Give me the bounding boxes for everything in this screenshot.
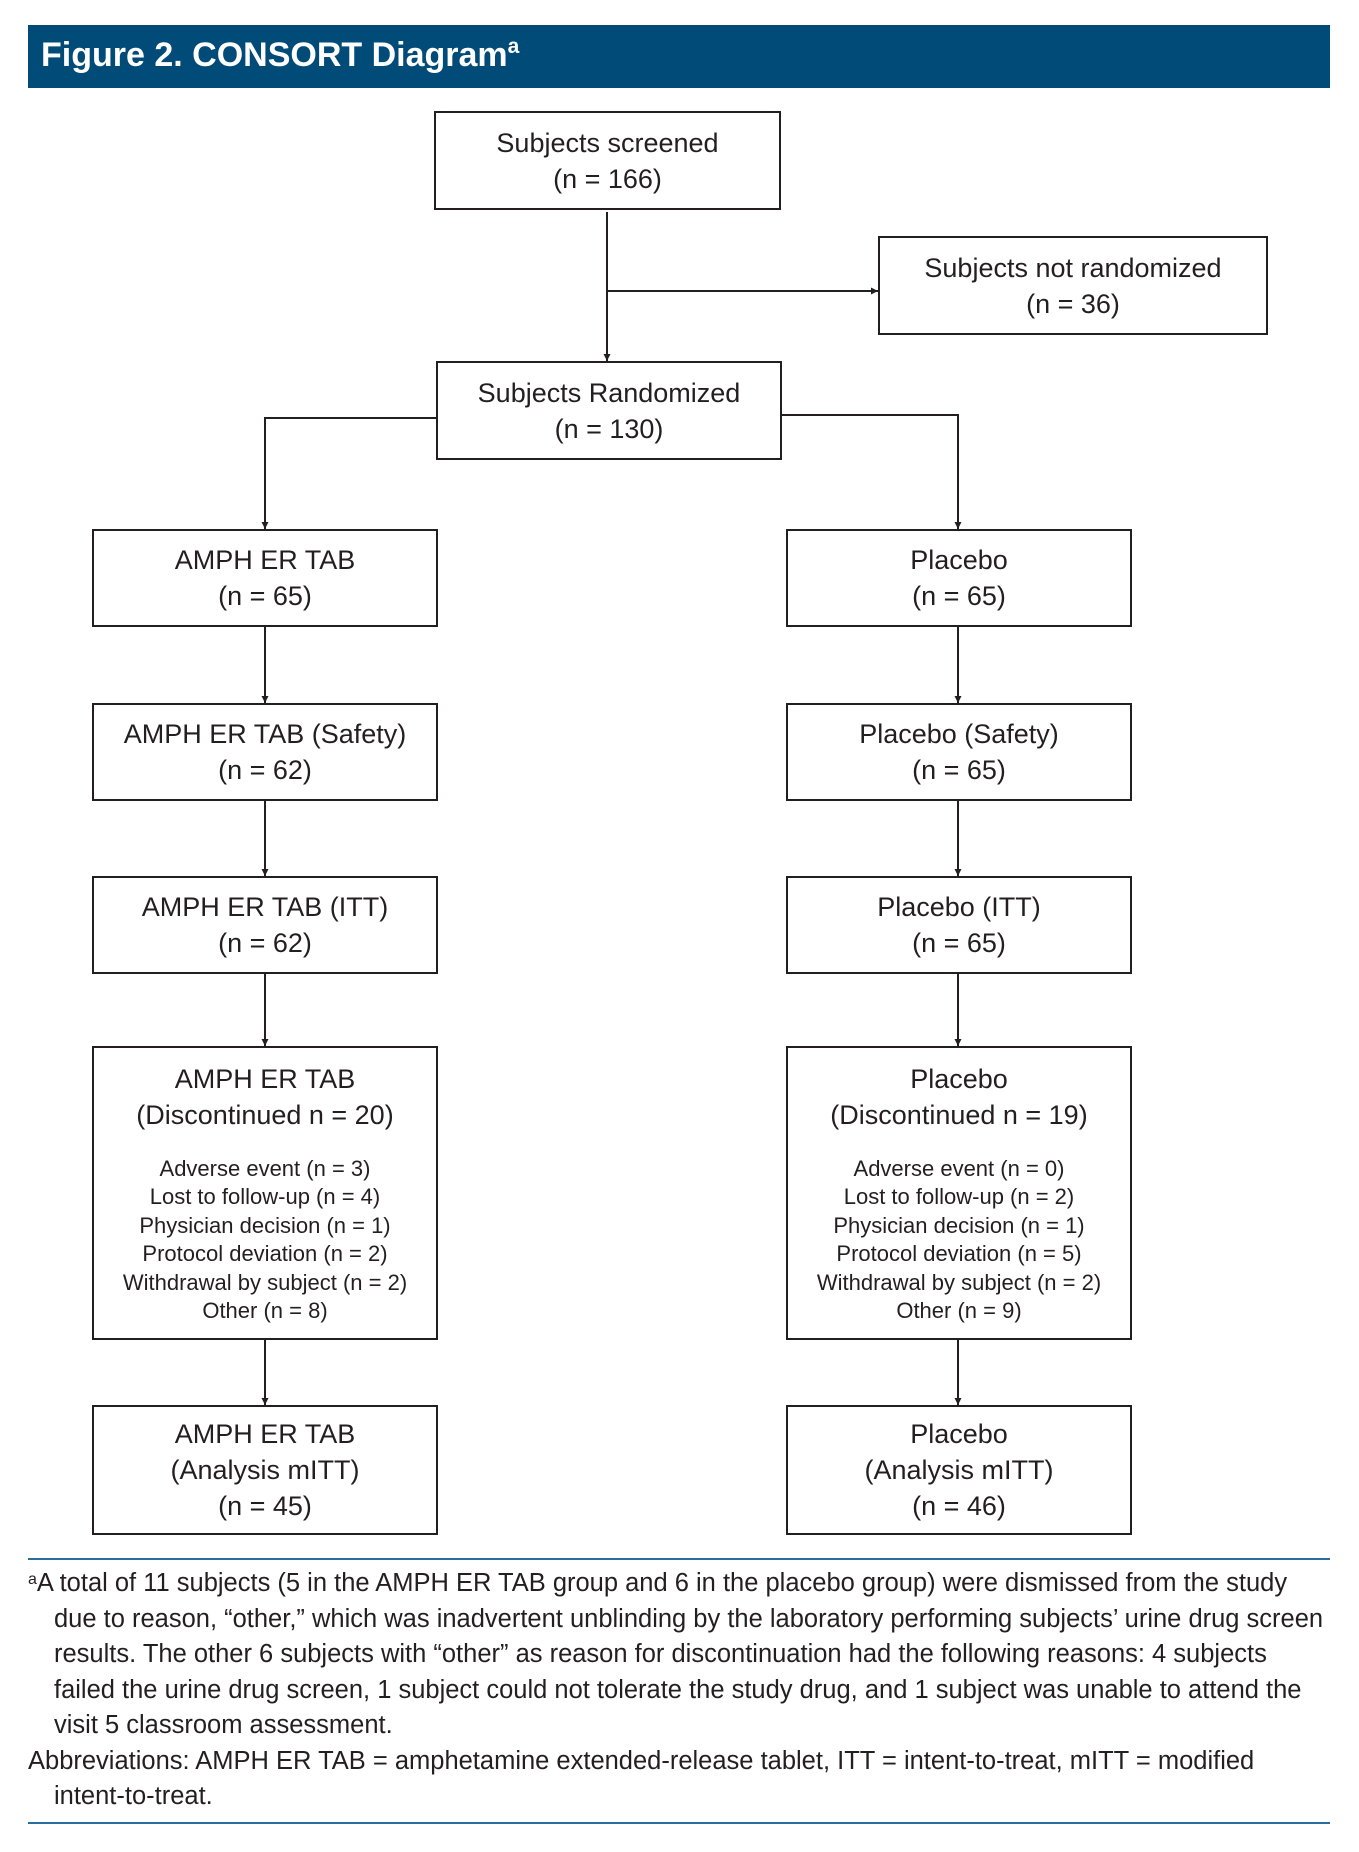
figure-title-footnote-marker: a bbox=[507, 35, 520, 58]
not-randomized-title: Subjects not randomized bbox=[924, 252, 1222, 283]
amph-analysis-count: (n = 45) bbox=[218, 1491, 312, 1521]
placebo-analysis-subtitle: (Analysis mITT) bbox=[864, 1455, 1054, 1485]
box-subjects-screened: Subjects screened (n = 166) bbox=[434, 111, 781, 210]
randomized-title: Subjects Randomized bbox=[477, 377, 741, 408]
box-subjects-randomized: Subjects Randomized (n = 130) bbox=[436, 361, 782, 460]
footnote-bottom-rule bbox=[28, 1822, 1330, 1824]
figure-title-bar: Figure 2. CONSORT Diagrama bbox=[28, 25, 1330, 88]
placebo-analysis-title: Placebo bbox=[910, 1419, 1008, 1449]
screened-count: (n = 166) bbox=[553, 163, 662, 194]
placebo-discontinued-count: (Discontinued n = 19) bbox=[830, 1099, 1088, 1130]
placebo-reason-lost-to-follow-up: Lost to follow-up (n = 2) bbox=[843, 1184, 1075, 1209]
amph-itt-count: (n = 62) bbox=[218, 928, 312, 958]
placebo-discontinued-title: Placebo bbox=[910, 1063, 1008, 1094]
placebo-reason-physician-decision: Physician decision (n = 1) bbox=[833, 1212, 1085, 1238]
box-placebo-safety: Placebo (Safety) (n = 65) bbox=[786, 703, 1132, 801]
box-placebo-analysis: Placebo (Analysis mITT) (n = 46) bbox=[786, 1405, 1132, 1535]
not-randomized-count: (n = 36) bbox=[1026, 288, 1120, 319]
placebo-itt-title: Placebo (ITT) bbox=[877, 892, 1041, 922]
placebo-allocated-count: (n = 65) bbox=[912, 581, 1006, 611]
amph-discontinued-title: AMPH ER TAB bbox=[174, 1063, 356, 1094]
placebo-allocated-title: Placebo bbox=[910, 545, 1008, 575]
box-placebo-itt: Placebo (ITT) (n = 65) bbox=[786, 876, 1132, 974]
amph-analysis-title: AMPH ER TAB bbox=[174, 1419, 356, 1449]
randomized-count: (n = 130) bbox=[554, 413, 664, 444]
placebo-reason-other: Other (n = 9) bbox=[896, 1298, 1022, 1323]
placebo-analysis-count: (n = 46) bbox=[912, 1491, 1006, 1521]
placebo-reason-adverse-event: Adverse event (n = 0) bbox=[853, 1155, 1065, 1181]
box-amph-itt: AMPH ER TAB (ITT) (n = 62) bbox=[92, 876, 438, 974]
amph-safety-count: (n = 62) bbox=[218, 755, 312, 785]
box-amph-allocated: AMPH ER TAB (n = 65) bbox=[92, 529, 438, 627]
amph-safety-title: AMPH ER TAB (Safety) bbox=[123, 719, 407, 749]
placebo-reason-withdrawal: Withdrawal by subject (n = 2) bbox=[816, 1269, 1102, 1295]
amph-itt-title: AMPH ER TAB (ITT) bbox=[141, 892, 389, 922]
box-amph-discontinued: AMPH ER TAB (Discontinued n = 20) Advers… bbox=[92, 1046, 438, 1340]
placebo-reason-protocol-deviation: Protocol deviation (n = 5) bbox=[836, 1241, 1082, 1266]
placebo-safety-title: Placebo (Safety) bbox=[859, 719, 1059, 749]
amph-reason-physician-decision: Physician decision (n = 1) bbox=[139, 1212, 391, 1238]
amph-discontinued-count: (Discontinued n = 20) bbox=[136, 1099, 394, 1130]
footnotes: aA total of 11 subjects (5 in the AMPH E… bbox=[28, 1566, 1330, 1815]
flow-connectors bbox=[261, 212, 962, 1405]
amph-allocated-title: AMPH ER TAB bbox=[174, 545, 356, 575]
footnote-a: aA total of 11 subjects (5 in the AMPH E… bbox=[28, 1566, 1330, 1744]
placebo-safety-count: (n = 65) bbox=[912, 755, 1006, 785]
footnote-top-rule bbox=[28, 1558, 1330, 1560]
placebo-itt-count: (n = 65) bbox=[912, 928, 1006, 958]
box-amph-analysis: AMPH ER TAB (Analysis mITT) (n = 45) bbox=[92, 1405, 438, 1535]
amph-allocated-count: (n = 65) bbox=[218, 581, 312, 611]
arrow-randomized-to-placebo bbox=[781, 414, 962, 529]
amph-reason-lost-to-follow-up: Lost to follow-up (n = 4) bbox=[149, 1184, 381, 1209]
box-placebo-discontinued: Placebo (Discontinued n = 19) Adverse ev… bbox=[786, 1046, 1132, 1340]
box-subjects-not-randomized: Subjects not randomized (n = 36) bbox=[878, 236, 1268, 335]
arrow-randomized-to-amph bbox=[261, 417, 437, 529]
abbreviations: Abbreviations: AMPH ER TAB = amphetamine… bbox=[28, 1746, 1255, 1811]
amph-reason-adverse-event: Adverse event (n = 3) bbox=[159, 1155, 371, 1181]
footnote-text: A total of 11 subjects (5 in the AMPH ER… bbox=[36, 1569, 1324, 1739]
screened-title: Subjects screened bbox=[496, 127, 719, 158]
footnote-marker: a bbox=[28, 1571, 37, 1588]
box-placebo-allocated: Placebo (n = 65) bbox=[786, 529, 1132, 627]
figure-title: Figure 2. CONSORT Diagram bbox=[41, 36, 508, 74]
amph-analysis-subtitle: (Analysis mITT) bbox=[170, 1455, 360, 1485]
amph-reason-protocol-deviation: Protocol deviation (n = 2) bbox=[142, 1241, 388, 1266]
box-amph-safety: AMPH ER TAB (Safety) (n = 62) bbox=[92, 703, 438, 801]
amph-reason-other: Other (n = 8) bbox=[202, 1298, 328, 1323]
amph-reason-withdrawal: Withdrawal by subject (n = 2) bbox=[122, 1269, 408, 1295]
